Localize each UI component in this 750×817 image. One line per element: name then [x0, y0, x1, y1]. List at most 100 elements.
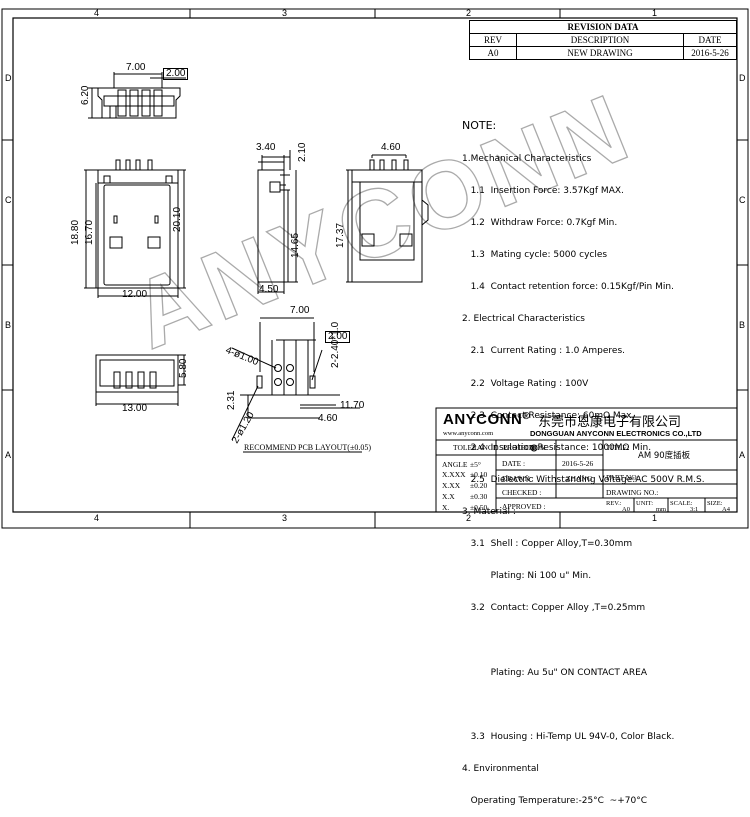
zone-label-left-a: A: [5, 450, 12, 460]
dim-pcb-width: 7.00: [290, 305, 310, 316]
dim-side-h2: 14.65: [290, 232, 301, 258]
dim-bottom-width: 13.00: [122, 403, 148, 414]
dim-side-base: 4.50: [259, 284, 279, 295]
company-website: www.anyconn.com: [443, 430, 494, 437]
revision-table: REVISION DATA REV DESCRIPTION DATE A0 NE…: [469, 20, 737, 60]
zone-label-top-1: 1: [652, 8, 658, 18]
dim-pcb-d3: 11.70: [340, 400, 365, 411]
note-line: 1.3 Mating cycle: 5000 cycles: [462, 250, 608, 261]
note-line: 1.2 Withdraw Force: 0.7Kgf Min.: [462, 218, 618, 229]
zone-label-right-c: C: [739, 195, 746, 205]
revision-header-date: DATE: [683, 33, 737, 47]
top-view: [88, 72, 186, 119]
note-line: 2.5 Dielectric Withstanding Voltage:AC 5…: [462, 474, 705, 485]
tol-angle-label: ANGLE: [442, 460, 468, 469]
revision-title: REVISION DATA: [469, 20, 737, 34]
note-line: 2.2 Voltage Rating : 100V: [462, 378, 589, 389]
front-view: [84, 159, 186, 298]
title-block-lines: [435, 407, 738, 513]
tol-xxxx-value: ±0.10: [470, 470, 488, 479]
zone-label-left-d: D: [5, 73, 12, 83]
rev-label: REV.:: [606, 500, 622, 507]
note-line: Operating Temperature:-25°C ~+70°C: [462, 796, 648, 806]
dim-pcb-d2: 4.60: [318, 413, 338, 424]
dim-side-top2: 2.10: [297, 142, 308, 162]
company-logo: ANYCONN®: [443, 411, 530, 428]
note-line: [462, 700, 705, 711]
note-line: [462, 635, 705, 646]
dim-pcb-d1: 2.31: [226, 390, 237, 410]
tolerance-label: TOLERANCE: [453, 443, 498, 452]
part-no-label: PART NO.:: [606, 473, 641, 482]
dim-pcb-slot: 2-2.40*1.0: [330, 321, 341, 368]
date-value: 2016-5-26: [562, 459, 594, 468]
tol-angle-value: ±5°: [470, 460, 481, 469]
drawn-value: ZHANG: [566, 474, 593, 483]
side-view: [257, 150, 298, 294]
zone-label-right-a: A: [739, 450, 746, 460]
zone-label-right-b: B: [739, 320, 746, 330]
dim-bottom-h: 5.80: [178, 358, 189, 378]
revision-header-rev: REV: [469, 33, 517, 47]
tol-x-value: ±0.50: [470, 503, 488, 512]
note-line: 1.Mechanical Characteristics: [462, 153, 592, 164]
tol-xxx-label: X.XX: [442, 481, 461, 490]
tol-x-label: X.: [442, 503, 450, 512]
approved-label: APPROVED :: [502, 502, 546, 511]
note-line: 1.1 Insertion Force: 3.57Kgf MAX.: [462, 185, 624, 196]
dim-top-pitch: 2.00: [163, 68, 189, 80]
company-name-cn: 东莞市恩康电子有限公司: [538, 415, 682, 430]
drawn-label: DRAWN :: [502, 474, 534, 483]
note-line: 2. Electrical Characteristics: [462, 314, 585, 325]
date-label: DATE :: [502, 459, 526, 468]
tol-xx-label: X.X: [442, 492, 455, 501]
brand-name: ANYCONN: [443, 411, 523, 428]
dim-front-h2: 16.70: [84, 219, 95, 245]
pcb-caption: RECOMMEND PCB LAYOUT(±0.05): [244, 443, 371, 452]
note-line: 2.4 Insulation Resistance: 1000MΩ Min.: [462, 442, 652, 453]
zone-label-right-d: D: [739, 73, 746, 83]
note-line: 2.3 Contact Resistance: 60mΩ Max.: [462, 410, 635, 421]
note-line: 3.2 Contact: Copper Alloy ,T=0.25mm: [462, 603, 646, 614]
dim-top-width: 7.00: [126, 62, 146, 73]
note-line: 3.3 Housing : Hi-Temp UL 94V-0, Color Bl…: [462, 731, 675, 742]
rear-view: [346, 154, 429, 283]
zone-label-top-4: 4: [94, 8, 100, 18]
unit-value: mm: [656, 506, 667, 513]
zone-label-top-2: 2: [466, 8, 472, 18]
dim-top-height: 6.20: [80, 85, 91, 105]
dim-rear-pitch: 4.60: [381, 142, 401, 153]
tol-xxx-value: ±0.20: [470, 481, 488, 490]
zone-label-bottom-2: 2: [466, 513, 472, 523]
dim-side-top: 3.40: [256, 142, 276, 153]
revision-description-value: NEW DRAWING: [516, 46, 684, 60]
zone-ticks: [2, 9, 748, 528]
zone-label-bottom-1: 1: [652, 513, 658, 523]
zone-label-bottom-4: 4: [94, 513, 100, 523]
note-line: 2.1 Current Rating : 1.0 Amperes.: [462, 346, 625, 357]
revision-header-description: DESCRIPTION: [516, 33, 684, 47]
scale-value: 3:1: [690, 506, 699, 513]
notes-heading: NOTE:: [462, 119, 497, 133]
drawing-canvas: ANYCONN: [1, 8, 749, 529]
tol-xx-value: ±0.30: [470, 492, 488, 501]
note-line: 3.1 Shell : Copper Alloy,T=0.30mm: [462, 539, 633, 550]
revision-date-value: 2016-5-26: [683, 46, 737, 60]
pcb-layout: [231, 317, 362, 453]
dim-front-h1: 18.80: [70, 219, 81, 245]
size-label: SIZE:: [707, 500, 723, 507]
zone-label-left-c: C: [5, 195, 12, 205]
unit-label: UNIT:: [636, 500, 654, 507]
note-line: 4. Environmental: [462, 763, 539, 774]
registered-mark: ®: [522, 411, 531, 422]
note-line: 3. Material :: [462, 507, 516, 518]
note-line: Plating: Ni 100 u" Min.: [462, 571, 592, 582]
dim-front-width: 12.00: [122, 289, 148, 300]
dim-rear-h: 17.37: [335, 222, 346, 248]
rev-value: A0: [622, 506, 630, 513]
zone-label-left-b: B: [5, 320, 12, 330]
note-line: Plating: Au 5u" ON CONTACT AREA: [462, 667, 648, 678]
zone-label-bottom-3: 3: [282, 513, 288, 523]
tol-xxxx-label: X.XXX: [442, 470, 466, 479]
title-value: AM 90度插板: [638, 451, 691, 461]
